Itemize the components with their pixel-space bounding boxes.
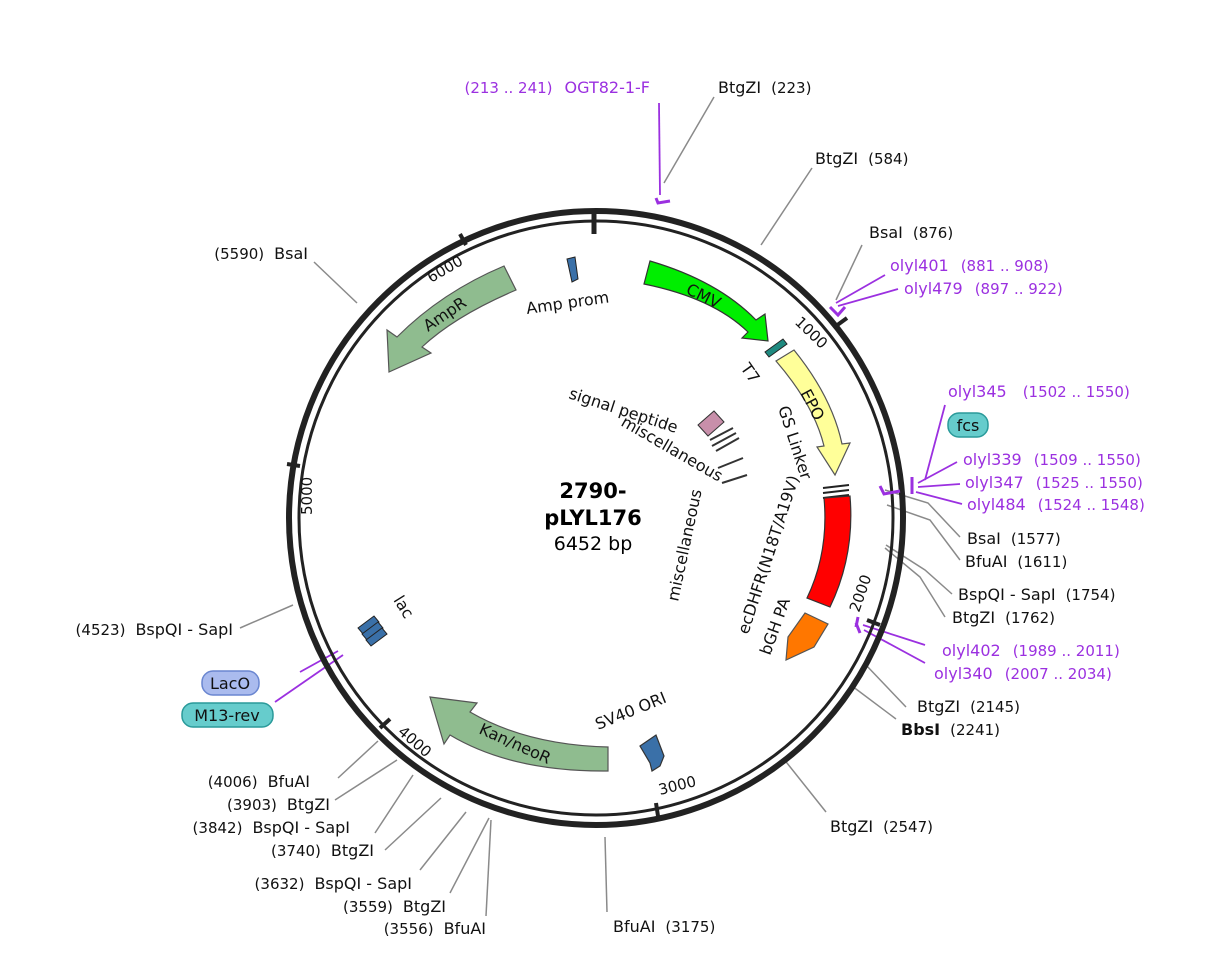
primer-olyl340: olyl340(2007 .. 2034): [934, 664, 1112, 683]
primer-labels: (213 .. 241)OGT82-1-F olyl401(881 .. 908…: [464, 78, 1144, 683]
tick-label-5000: 5000: [298, 477, 316, 515]
primer-olyl402: olyl402(1989 .. 2011): [942, 641, 1120, 660]
t7-mark: [764, 338, 788, 358]
primer-olyl347: olyl347(1525 .. 1550): [965, 473, 1143, 492]
plasmid-name-line1: 2790-: [559, 479, 626, 503]
misc-label-2: miscellaneous: [663, 487, 705, 602]
tick-label-2000: 2000: [846, 572, 875, 614]
primer-olyl479: olyl479(897 .. 922): [904, 279, 1063, 298]
site-btgzi-1762: BtgZI(1762): [952, 608, 1055, 627]
site-bspqi-sapi-1754: BspQI - SapI(1754): [958, 585, 1115, 604]
plasmid-name-line2: pLYL176: [544, 506, 642, 530]
ampr-arrow: [386, 265, 517, 373]
ecdhfr-arrow: [806, 495, 852, 608]
primer-olyl339: olyl339(1509 .. 1550): [963, 450, 1141, 469]
site-bfuai-3175: BfuAI(3175): [613, 917, 715, 936]
primer-marks: [654, 197, 914, 634]
site-bspqi-sapi-3842: (3842)BspQI - SapI: [193, 818, 350, 837]
epo-arrow: [775, 349, 852, 477]
t7-label: T7: [736, 359, 764, 387]
primer-olyl484: olyl484(1524 .. 1548): [967, 495, 1145, 514]
site-btgzi-2145: BtgZI(2145): [917, 697, 1020, 716]
amp-prom-mark: [566, 256, 579, 283]
site-btgzi-2547: BtgZI(2547): [830, 817, 933, 836]
site-bspqi-sapi-3632: (3632)BspQI - SapI: [255, 874, 412, 893]
site-bspqi-sapi-4523: (4523)BspQI - SapI: [76, 620, 233, 639]
sv40-ori-arrow: [639, 734, 665, 772]
site-btgzi-3559: (3559)BtgZI: [343, 897, 446, 916]
tick-label-3000: 3000: [657, 772, 698, 799]
site-bfuai-3556: (3556)BfuAI: [384, 919, 486, 938]
tag-laco-label: LacO: [210, 674, 250, 693]
site-btgzi-584: BtgZI(584): [815, 149, 908, 168]
tag-fcs-label: fcs: [957, 416, 980, 435]
site-btgzi-223: BtgZI(223): [718, 78, 811, 97]
site-bbsi-2241: BbsI(2241): [901, 720, 1000, 739]
site-bfuai-4006: (4006)BfuAI: [208, 772, 310, 791]
sv40-ori-label: SV40 ORI: [592, 688, 669, 734]
site-bsai-5590: (5590)BsaI: [214, 244, 308, 263]
tick-label-1000: 1000: [791, 313, 831, 352]
misc-marks: [709, 427, 748, 484]
cmv-arrow: [643, 260, 769, 342]
primer-olyl401: olyl401(881 .. 908): [890, 256, 1049, 275]
primer-connectors: [274, 102, 963, 703]
tag-m13-rev: M13-rev: [181, 702, 274, 728]
tag-m13-rev-label: M13-rev: [194, 706, 259, 725]
site-bsai-1577: BsaI(1577): [967, 529, 1061, 548]
bgh-pa-arrow: [785, 612, 829, 661]
tag-fcs: fcs: [947, 412, 989, 438]
primer-ogt82-1-f: (213 .. 241)OGT82-1-F: [464, 78, 650, 97]
signal-peptide-mark: [697, 410, 725, 437]
plasmid-length: 6452 bp: [554, 533, 633, 555]
site-labels-left: (3556)BfuAI (3559)BtgZI (3632)BspQI - Sa…: [76, 244, 486, 938]
site-btgzi-3903: (3903)BtgZI: [227, 795, 330, 814]
ecdhfr-label: ecDHFR(N18T/A19V): [734, 473, 803, 636]
lac-promoter-mark: [357, 615, 388, 647]
tag-laco: LacO: [201, 670, 260, 696]
site-btgzi-3740: (3740)BtgZI: [271, 841, 374, 860]
kan-neor-arrow: [429, 696, 609, 772]
site-labels-right: BtgZI(223) BtgZI(584) BsaI(876) BsaI(157…: [613, 78, 1115, 936]
amp-prom-label: Amp prom: [525, 288, 610, 318]
site-bsai-876: BsaI(876): [869, 223, 953, 242]
scale-ticks: [286, 233, 881, 817]
backbone-outer: [286, 208, 906, 828]
primer-olyl345: olyl345(1502 .. 1550): [948, 382, 1130, 401]
site-bfuai-1611: BfuAI(1611): [965, 552, 1067, 571]
cmv-label: CMV: [683, 280, 724, 313]
lac-label: lac: [390, 592, 418, 622]
